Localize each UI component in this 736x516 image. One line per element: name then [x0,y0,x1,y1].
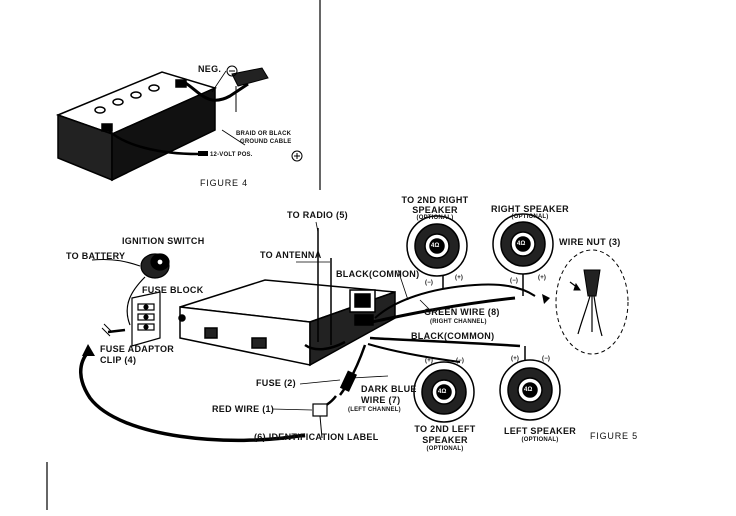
fuse-adaptor-clip [107,328,126,334]
red-wire-route [79,350,306,443]
left-speaker-label: LEFT SPEAKER [503,426,577,436]
polarity-plus-second-right: (+) [455,275,464,281]
polarity-minus-left: (−) [542,356,551,362]
polarity-minus-second-right: (−) [425,280,434,286]
arrow-head-icon [82,344,95,356]
battery-cables [107,67,269,156]
fuse-label: FUSE (2) [256,378,296,388]
antenna-and-radio-leads [304,228,346,351]
speaker-second-right [406,215,468,277]
to-antenna-label: TO ANTENNA [260,250,322,260]
second-right-speaker-label-2: SPEAKER [412,205,458,215]
speaker-right [492,213,554,275]
neg-terminal-label: NEG. [198,64,222,74]
speaker-badge-left: 4Ω [524,387,533,393]
right-speaker-optional-label: (OPTIONAL) [511,214,549,220]
green-wire-label: GREEN WIRE (8) [424,307,500,317]
fuse-adaptor-label-1: FUSE ADAPTOR [100,344,175,354]
negative-symbol-icon [226,65,238,77]
left-channel-label: (LEFT CHANNEL) [348,407,401,413]
ground-cable-label-2: GROUND CABLE [240,139,292,145]
battery-leader-lines [211,70,246,146]
wire-nut-callout [555,249,629,355]
second-left-speaker-label-1: TO 2ND LEFT [414,424,476,434]
second-left-optional-label: (OPTIONAL) [426,446,464,452]
right-channel-label: (RIGHT CHANNEL) [430,319,487,325]
ignition-switch [140,253,170,279]
wire-nut-icon [569,269,603,337]
black-common-mid-label: BLACK(COMMON) [411,331,495,341]
polarity-minus-right: (−) [510,278,519,284]
speaker-second-left [413,361,475,423]
dark-blue-wire-label-1: DARK BLUE [361,384,417,394]
pos-terminal-label: 12-VOLT POS. [210,152,253,158]
left-speaker-optional-label: (OPTIONAL) [521,437,559,443]
ignition-switch-label: IGNITION SWITCH [122,236,205,246]
ground-cable-label-1: BRAID OR BLACK [236,131,292,137]
speaker-badge-right: 4Ω [517,241,526,247]
wire-nut-label: WIRE NUT (3) [559,237,621,247]
inline-fuse-holder [312,344,367,439]
identification-label: (6) IDENTIFICATION LABEL [254,432,379,442]
speaker-badge-second-left: 4Ω [438,389,447,395]
speaker-left [499,359,561,421]
polarity-minus-second-left: (−) [456,358,465,364]
wire-nut-marker-icon [542,294,550,304]
second-right-optional-label: (OPTIONAL) [416,215,454,221]
second-left-speaker-label-2: SPEAKER [422,435,468,445]
label-leader-lines [271,221,431,411]
battery-illustration [55,71,218,182]
red-wire-label: RED WIRE (1) [212,404,275,414]
polarity-plus-second-left: (+) [425,358,434,364]
fuse-adaptor-label-2: CLIP (4) [100,355,137,365]
fuse-block-label: FUSE BLOCK [142,285,204,295]
to-radio-label: TO RADIO (5) [287,210,348,220]
to-battery-label: TO BATTERY [66,251,126,261]
figure-5-title: FIGURE 5 [590,431,638,441]
speaker-badge-second-right: 4Ω [431,243,440,249]
polarity-plus-left: (+) [511,356,520,362]
figure-4-title: FIGURE 4 [200,178,248,188]
right-speaker-label: RIGHT SPEAKER [491,204,569,214]
fuse-block [131,291,161,347]
dark-blue-wire-label-2: WIRE (7) [361,395,401,405]
positive-symbol-icon [291,150,303,162]
polarity-plus-right: (+) [538,275,547,281]
radio-unit [178,279,396,367]
second-right-speaker-label-1: TO 2ND RIGHT [401,195,469,205]
to-battery-leader [91,259,141,267]
black-common-top-label: BLACK(COMMON) [336,269,420,279]
